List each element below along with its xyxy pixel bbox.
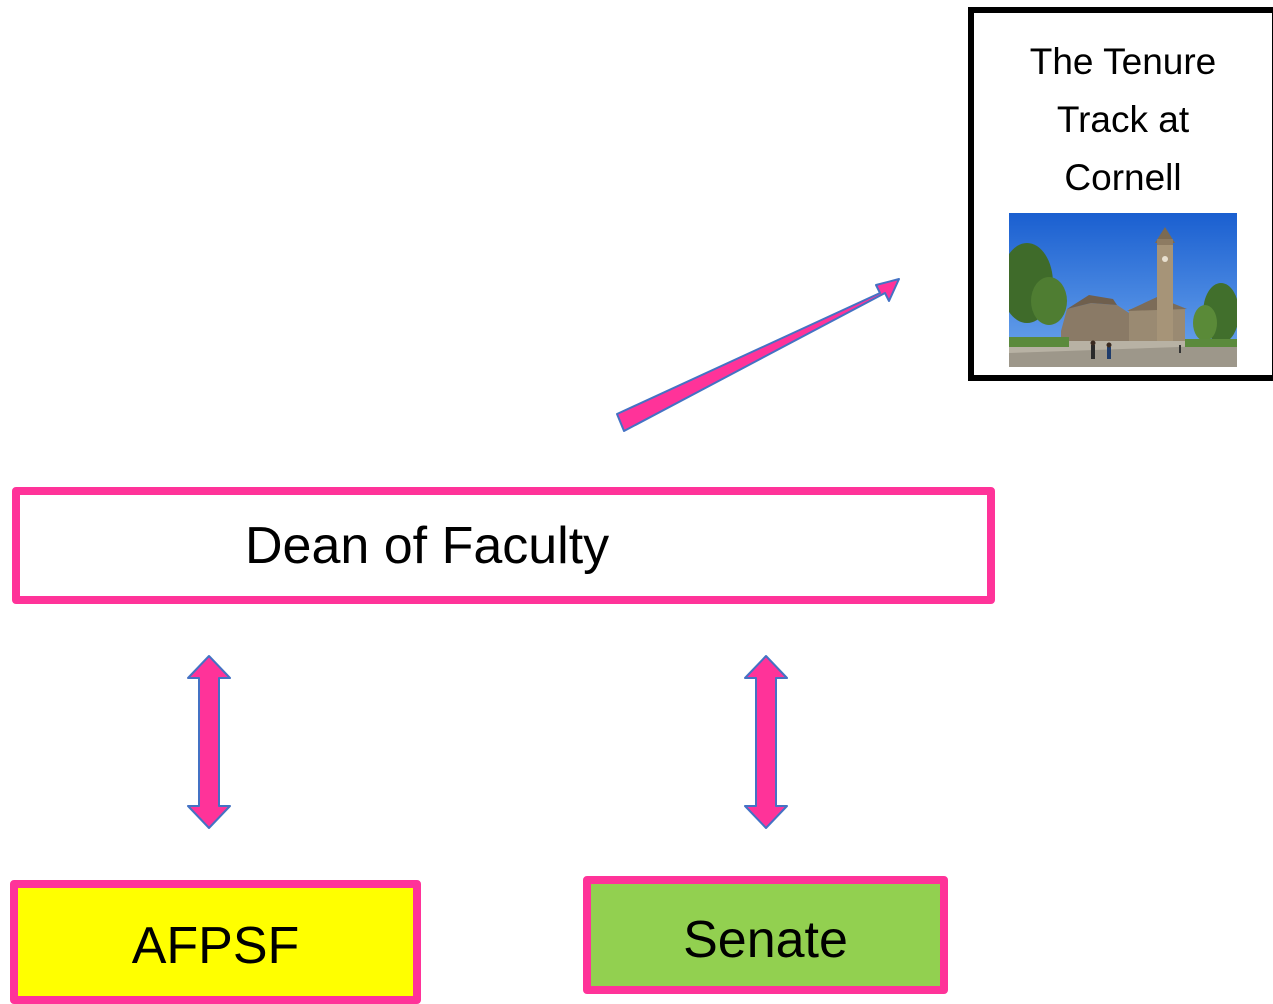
senate-box: Senate <box>583 876 948 994</box>
arrow-dean-afpsf <box>187 655 231 829</box>
tenure-track-title: The Tenure Track at Cornell <box>1029 41 1217 198</box>
afpsf-box: AFPSF <box>10 880 421 1004</box>
afpsf-label: AFPSF <box>131 917 300 975</box>
arrow-dean-to-tenure <box>616 278 900 432</box>
dean-of-faculty-label: Dean of Faculty <box>245 516 610 575</box>
cornell-campus-photo <box>1009 213 1237 367</box>
senate-label: Senate <box>683 911 848 969</box>
dean-of-faculty-box: Dean of Faculty <box>12 487 995 604</box>
tenure-track-box: The Tenure Track at Cornell <box>968 7 1273 381</box>
arrow-dean-senate <box>744 655 788 829</box>
